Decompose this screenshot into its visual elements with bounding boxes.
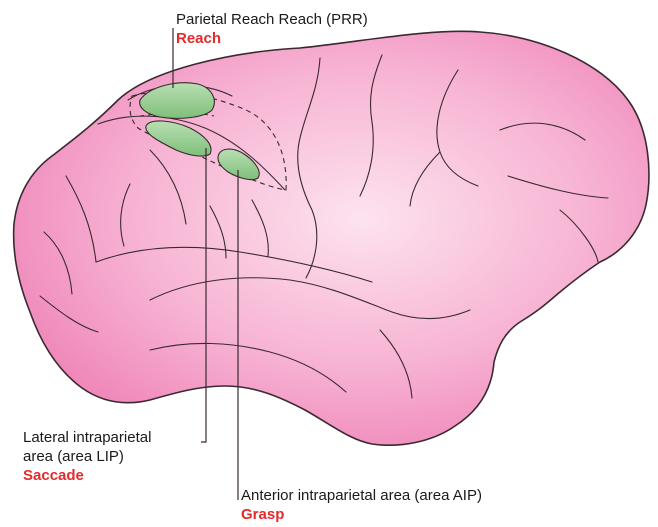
label-lip: Lateral intraparietal area (area LIP) Sa…: [23, 428, 151, 485]
label-lip-name-line2: area (area LIP): [23, 447, 151, 466]
label-prr: Parietal Reach Reach (PRR) Reach: [176, 10, 368, 48]
cortex-outline: [14, 31, 649, 445]
label-lip-function: Saccade: [23, 466, 151, 485]
label-prr-function: Reach: [176, 29, 368, 48]
label-aip-function: Grasp: [241, 505, 482, 524]
label-prr-name: Parietal Reach Reach (PRR): [176, 10, 368, 29]
label-aip-name: Anterior intraparietal area (area AIP): [241, 486, 482, 505]
label-aip: Anterior intraparietal area (area AIP) G…: [241, 486, 482, 524]
label-lip-name-line1: Lateral intraparietal: [23, 428, 151, 447]
